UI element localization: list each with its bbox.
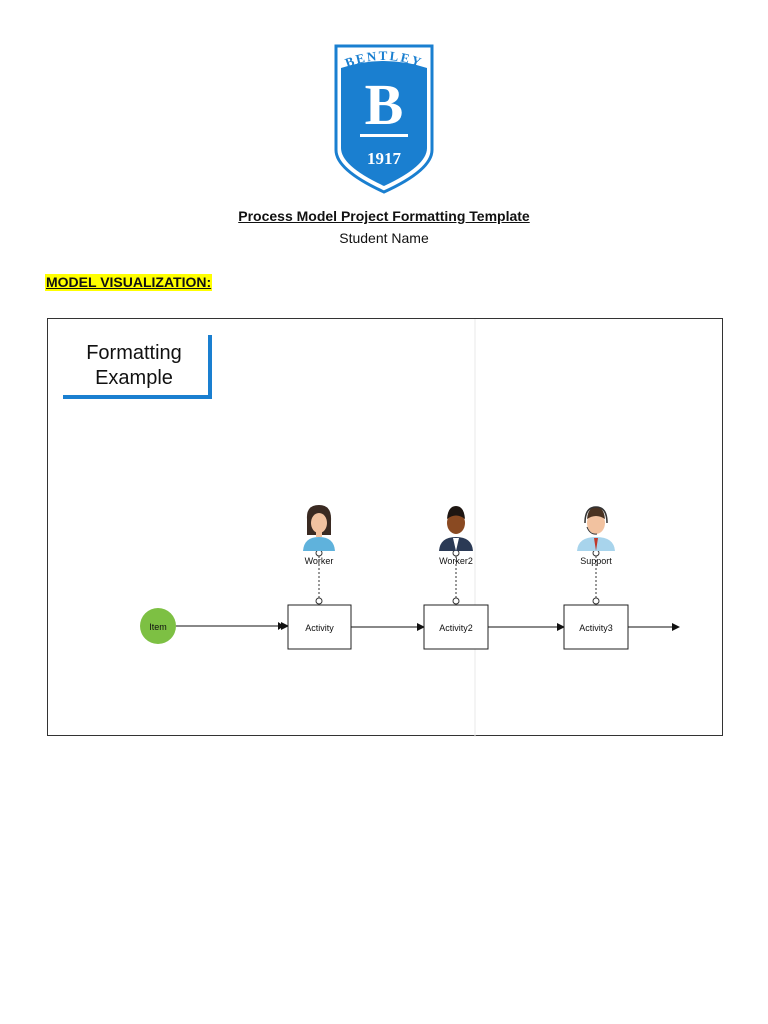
start-event: Item [140, 608, 176, 644]
activity-box-2: Activity2 [423, 604, 489, 650]
role-connector [315, 549, 323, 605]
svg-text:BENTLEY: BENTLEY [343, 48, 425, 70]
section-label: MODEL VISUALIZATION: [45, 274, 213, 291]
worker-avatar-icon: Worker [303, 505, 335, 566]
student-name: Student Name [339, 230, 429, 246]
callout-line-1: Formatting [86, 342, 182, 364]
role-connector [452, 549, 460, 605]
worker2-avatar-icon: Worker2 [439, 506, 473, 566]
activity-box-1: Activity [287, 604, 352, 650]
role-label: Worker2 [439, 556, 473, 566]
logo-arc-text: BENTLEY [343, 48, 423, 70]
process-diagram: Formatting Example Item Activity Activit… [47, 318, 723, 737]
role-label: Worker [305, 556, 334, 566]
bentley-logo: BENTLEY B 1917 [332, 42, 436, 194]
logo-year: 1917 [367, 149, 402, 168]
activity-label: Activity2 [439, 623, 473, 633]
callout-line-2: Example [95, 367, 173, 389]
formatting-callout: Formatting Example [63, 335, 212, 399]
activity-box-3: Activity3 [563, 604, 629, 650]
support-avatar-icon: Support [577, 506, 615, 566]
activity-label: Activity [305, 623, 334, 633]
document-title: Process Model Project Formatting Templat… [238, 208, 530, 224]
start-event-label: Item [149, 622, 167, 632]
role-label: Support [580, 556, 612, 566]
logo-letter: B [365, 72, 404, 137]
activity-label: Activity3 [579, 623, 613, 633]
